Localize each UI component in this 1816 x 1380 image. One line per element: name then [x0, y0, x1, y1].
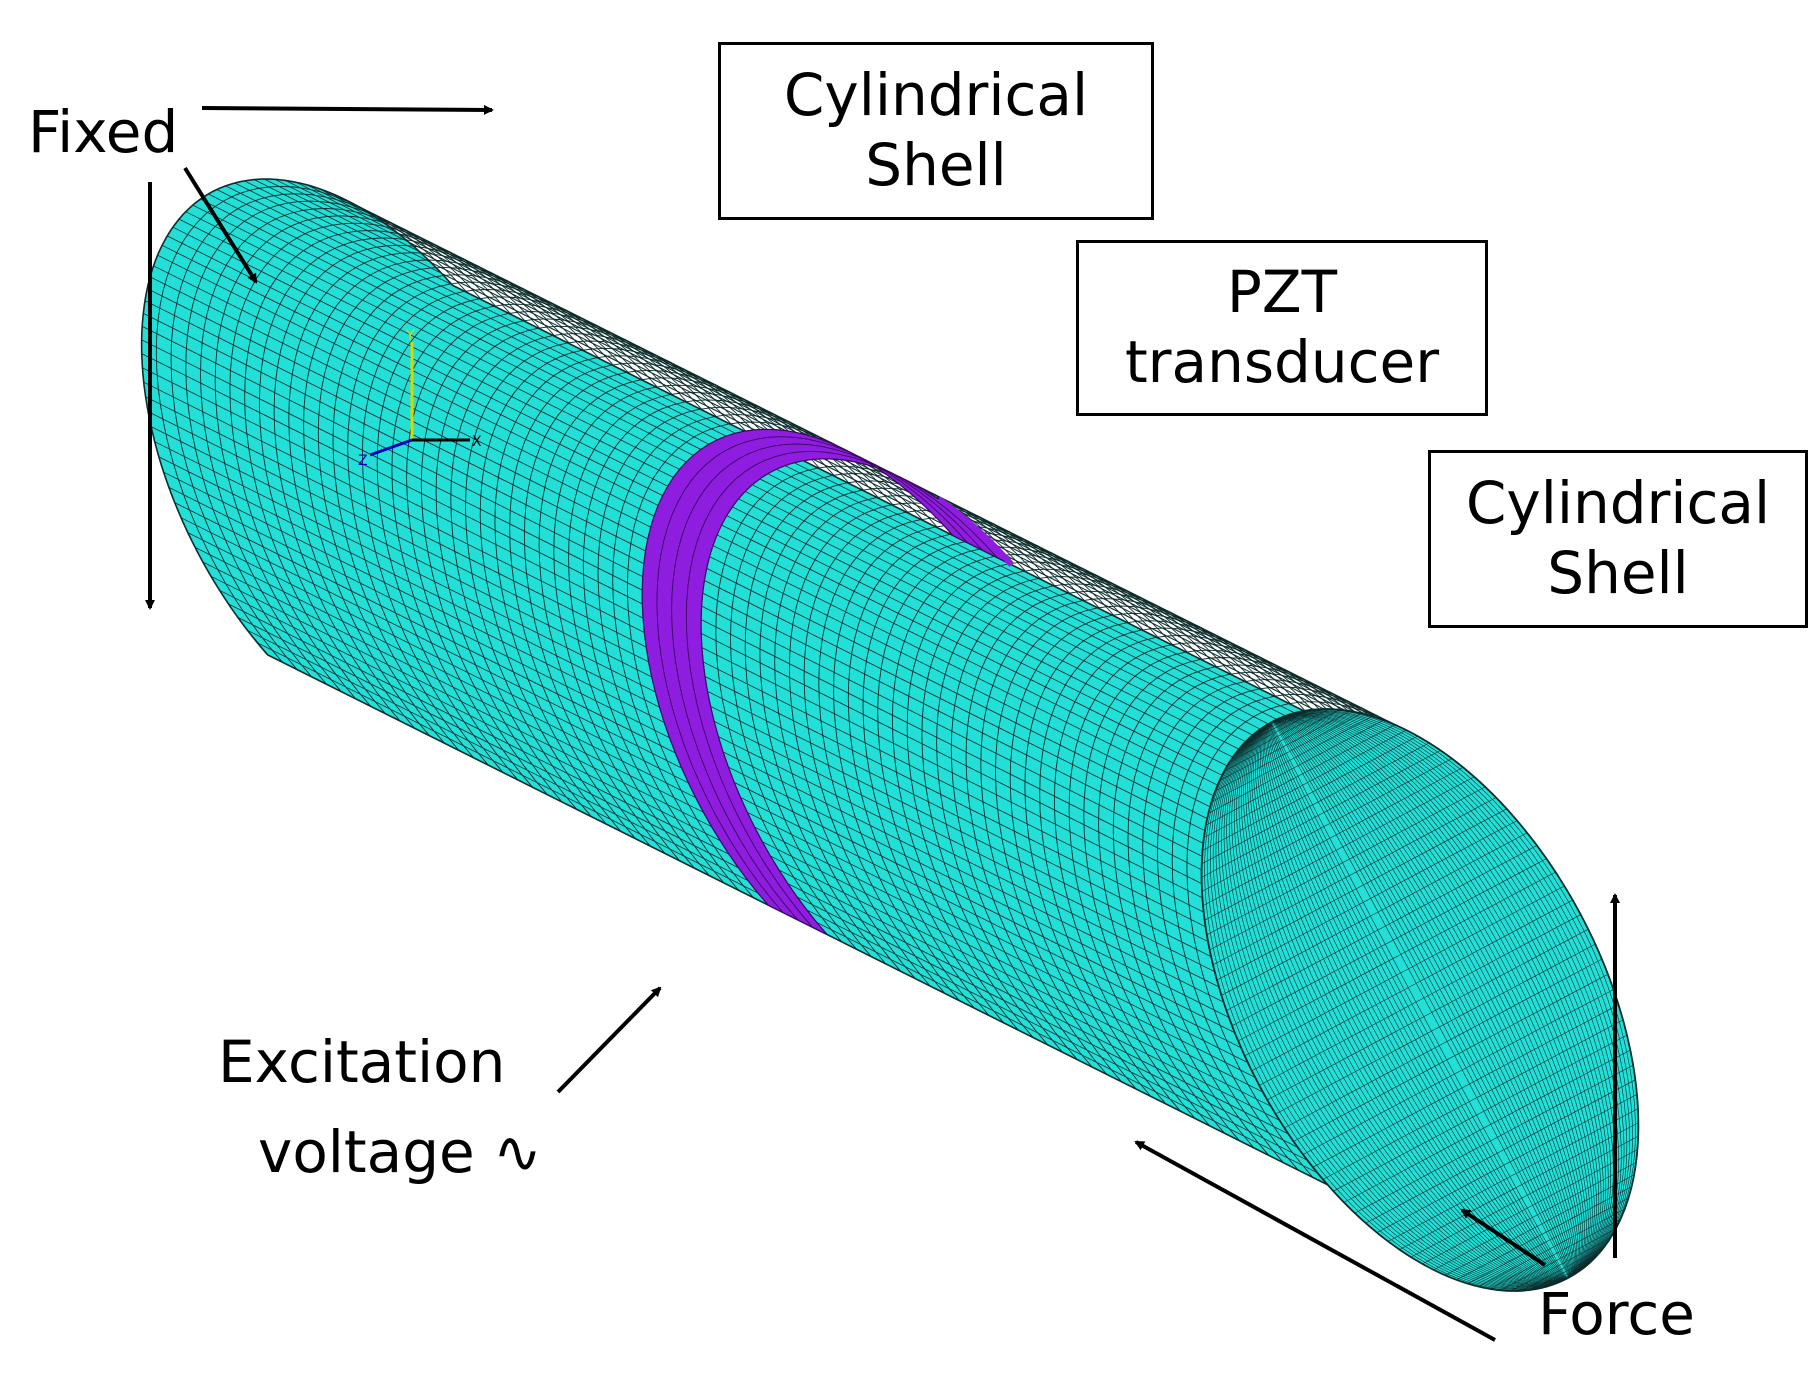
end-face-mesh	[1540, 1261, 1592, 1289]
shell-right-box: Cylindrical Shell	[1428, 450, 1808, 628]
end-face-mesh	[1531, 1254, 1599, 1291]
end-face-mesh	[1333, 1034, 1628, 1192]
end-face-mesh	[1275, 943, 1596, 1115]
end-face-mesh	[1201, 750, 1441, 878]
pzt-box: PZT transducer	[1076, 240, 1488, 416]
end-face-mesh	[1206, 786, 1486, 936]
shell-right-line2: Shell	[1547, 539, 1689, 607]
end-face-mesh	[1202, 767, 1464, 906]
end-face-mesh	[1205, 724, 1395, 826]
end-face-mesh	[1293, 973, 1609, 1142]
mesh-ring	[671, 443, 983, 921]
fixed-label: Fixed	[28, 98, 179, 166]
force-label: Force	[1538, 1280, 1695, 1348]
end-face-mesh	[1267, 928, 1589, 1101]
end-face-mesh	[1365, 1079, 1636, 1224]
end-face-mesh	[1244, 885, 1565, 1057]
end-face-mesh	[1284, 958, 1603, 1129]
end-face-mesh	[1343, 1049, 1631, 1203]
end-face-mesh	[1216, 820, 1518, 981]
end-face-mesh	[1433, 1162, 1637, 1271]
excitation-arrow	[556, 986, 662, 1094]
axis-label-z: Z	[358, 453, 368, 469]
end-face-mesh	[1467, 1197, 1629, 1284]
end-face-mesh	[1559, 1273, 1577, 1283]
end-face-mesh	[1388, 1108, 1639, 1242]
force-arrow-end	[1460, 1208, 1547, 1267]
end-face-mesh	[1209, 797, 1497, 951]
end-face-mesh	[1201, 758, 1452, 892]
end-face-mesh	[1221, 832, 1528, 996]
end-face-mesh	[1445, 1174, 1635, 1276]
end-face-mesh	[1203, 729, 1407, 838]
pzt-line1: PZT	[1226, 258, 1338, 327]
end-face-mesh	[1302, 989, 1614, 1155]
end-face-mesh	[1259, 914, 1581, 1086]
end-face-mesh	[1219, 710, 1351, 781]
end-face-mesh	[1354, 1064, 1634, 1214]
end-face-mesh	[1229, 708, 1330, 763]
axis-label-y: Y	[405, 328, 415, 344]
end-face-mesh	[1248, 711, 1300, 739]
end-face-mesh	[1231, 858, 1547, 1027]
pzt-ring	[641, 428, 1015, 936]
end-face-mesh	[1322, 1019, 1624, 1180]
end-face-mesh	[1376, 1094, 1638, 1233]
end-face-mesh	[1204, 776, 1475, 921]
shell-left-box: Cylindrical Shell	[718, 42, 1154, 220]
annotation-arrows	[145, 104, 1620, 1342]
end-face-mesh	[1208, 719, 1384, 814]
end-face-mesh	[1212, 808, 1507, 966]
shell-left-line1: Cylindrical	[783, 61, 1089, 130]
end-face-mesh	[1211, 716, 1373, 803]
end-face-mesh	[1226, 845, 1538, 1011]
shell-left-line2: Shell	[865, 131, 1007, 199]
end-face-mesh	[1510, 1237, 1611, 1292]
end-face-mesh	[1255, 714, 1290, 733]
end-face-mesh	[1235, 708, 1319, 754]
end-face-mesh	[1251, 899, 1573, 1072]
end-face-mesh	[1422, 1149, 1638, 1265]
end-face-mesh	[1500, 1228, 1616, 1291]
end-face-mesh	[1263, 717, 1281, 727]
end-face-mesh	[1215, 713, 1362, 792]
mesh-ring	[685, 450, 998, 928]
end-face-mesh	[1550, 1267, 1585, 1286]
axis-label-x: X	[472, 434, 482, 450]
mesh-ring	[656, 436, 969, 913]
end-face-mesh	[1410, 1135, 1639, 1258]
fixed-arrow-diagonal	[183, 166, 258, 284]
end-face-mesh	[1489, 1219, 1621, 1290]
end-face-mesh	[1399, 1122, 1639, 1250]
fixed-arrow-top	[201, 104, 494, 115]
end-face-mesh	[1237, 871, 1556, 1042]
end-face-mesh	[1241, 709, 1309, 746]
shell-end-face	[1200, 708, 1640, 1292]
end-face-mesh	[1201, 742, 1430, 865]
pzt-line2: transducer	[1124, 328, 1440, 396]
shell-right-line1: Cylindrical	[1465, 469, 1771, 538]
excitation-label-line1: Excitation	[218, 1028, 506, 1096]
pzt-lip	[936, 496, 1015, 567]
end-face-mesh	[1521, 1246, 1605, 1292]
force-arrow-mesh	[1134, 1140, 1496, 1342]
end-face-mesh	[1478, 1208, 1625, 1287]
end-face-mesh	[1312, 1004, 1619, 1168]
end-face-mesh	[1456, 1186, 1632, 1281]
coordinate-triad: Y X Z	[358, 328, 482, 469]
end-face-mesh	[1201, 708, 1639, 1292]
excitation-label-line2: voltage ∿	[258, 1118, 542, 1186]
end-face-mesh	[1224, 709, 1340, 772]
end-face-mesh	[1202, 735, 1418, 851]
